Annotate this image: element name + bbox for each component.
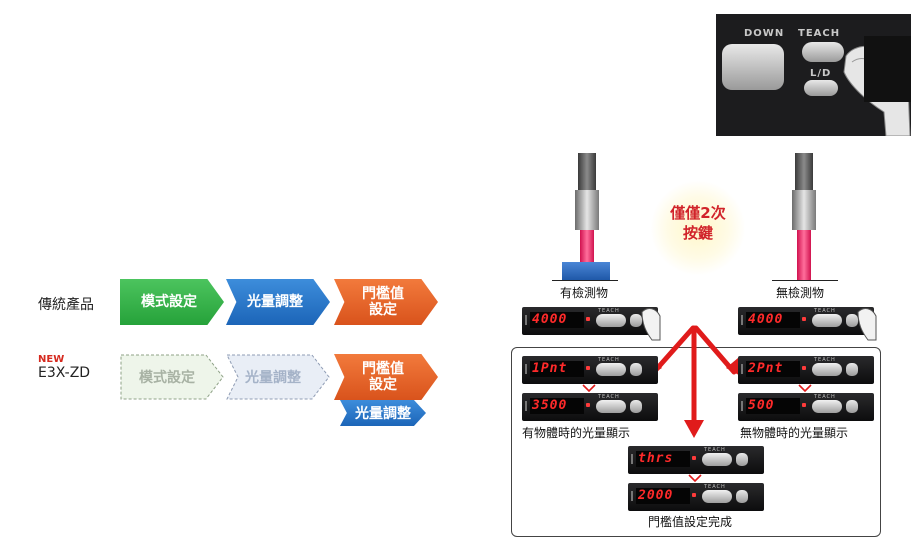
amp-unit-top-left: 4000 TEACH [522, 307, 658, 335]
amp-led [586, 317, 590, 321]
new-badge: NEW [38, 354, 90, 365]
amp-key [702, 453, 732, 466]
amp-display: 4000 [530, 312, 584, 328]
amp-unit-center-bottom: 2000 TEACH [628, 483, 764, 511]
down-caret-icon [582, 384, 596, 392]
amp-display: 2Pnt [746, 361, 800, 377]
model-name: E3X-ZD [38, 365, 90, 381]
sensor-head-right [792, 190, 816, 230]
step-label: 門檻值 設定 [356, 361, 416, 393]
amp-unit-center-top: thrs TEACH [628, 446, 764, 474]
step-threshold-setting: 門檻值 設定 [334, 279, 438, 325]
step-label: 光量調整 [355, 403, 411, 423]
amp-unit-mid-right: 2Pnt TEACH [738, 356, 874, 384]
amp-key-small [630, 363, 642, 376]
amp-indicator [525, 315, 527, 325]
amp-indicator [525, 364, 527, 374]
caption-with-object: 有物體時的光量顯示 [522, 424, 630, 441]
light-beam-left [580, 230, 594, 262]
label-with-object: 有檢測物 [560, 284, 608, 301]
amp-led [802, 317, 806, 321]
traditional-product-label: 傳統產品 [38, 294, 94, 314]
amp-led [802, 403, 806, 407]
amp-key [812, 400, 842, 413]
amp-key [812, 314, 842, 327]
sensor-cable-right [795, 153, 813, 191]
pressing-finger-icon [856, 306, 878, 342]
amp-key [596, 400, 626, 413]
amp-indicator [631, 454, 633, 464]
amp-key [596, 314, 626, 327]
amp-indicator [631, 491, 633, 501]
baseline-right [772, 280, 838, 281]
step-label: 門檻值 設定 [356, 286, 416, 318]
amp-key [812, 363, 842, 376]
amp-display: 500 [746, 398, 800, 414]
amp-key-small [846, 363, 858, 376]
new-product-label: NEW E3X-ZD [38, 354, 90, 381]
amp-unit-mid-left: 1Pnt TEACH [522, 356, 658, 384]
down-caret-icon [688, 474, 702, 482]
baseline-left [552, 280, 618, 281]
teach-button-photo: DOWN TEACH L/D [716, 14, 911, 136]
step-label: 光量調整 [241, 294, 315, 310]
amp-led [586, 403, 590, 407]
device-body-edge [864, 36, 911, 102]
amp-key-small [630, 400, 642, 413]
amp-unit-low-left: 3500 TEACH [522, 393, 658, 421]
amp-indicator [741, 401, 743, 411]
amp-display: 1Pnt [530, 361, 584, 377]
step-label: 光量調整 [226, 354, 320, 400]
amp-key-small [736, 490, 748, 503]
step-threshold-setting-new: 門檻值 設定 [334, 354, 438, 400]
step-light-adjust-skipped: 光量調整 [226, 354, 330, 400]
sensor-head-left [575, 190, 599, 230]
step-mode-setting-skipped: 模式設定 [120, 354, 224, 400]
amp-display: thrs [636, 451, 690, 467]
light-beam-right [797, 230, 811, 280]
caption-without-object: 無物體時的光量顯示 [740, 424, 848, 441]
step-mode-setting: 模式設定 [120, 279, 224, 325]
caption-threshold-done: 門檻值設定完成 [648, 513, 732, 530]
amp-unit-low-right: 500 TEACH [738, 393, 874, 421]
amp-key-small [736, 453, 748, 466]
amp-indicator [741, 364, 743, 374]
amp-led [586, 366, 590, 370]
label-without-object: 無檢測物 [776, 284, 824, 301]
step-light-adjust: 光量調整 [226, 279, 330, 325]
down-label: DOWN [744, 28, 784, 39]
step-label: 模式設定 [120, 354, 214, 400]
amp-led [802, 366, 806, 370]
amp-key [596, 363, 626, 376]
amp-key-small [846, 400, 858, 413]
two-press-callout: 僅僅2次 按鍵 [668, 203, 728, 243]
amp-indicator [525, 401, 527, 411]
amp-display: 2000 [636, 488, 690, 504]
amp-led [692, 456, 696, 460]
down-caret-icon [798, 384, 812, 392]
amp-display: 3500 [530, 398, 584, 414]
step-light-adjust-auto: 光量調整 [340, 400, 426, 426]
sensor-cable-left [578, 153, 596, 191]
amp-led [692, 493, 696, 497]
step-label: 模式設定 [135, 294, 209, 310]
down-button [722, 44, 784, 90]
detected-object [562, 262, 610, 280]
amp-key [702, 490, 732, 503]
